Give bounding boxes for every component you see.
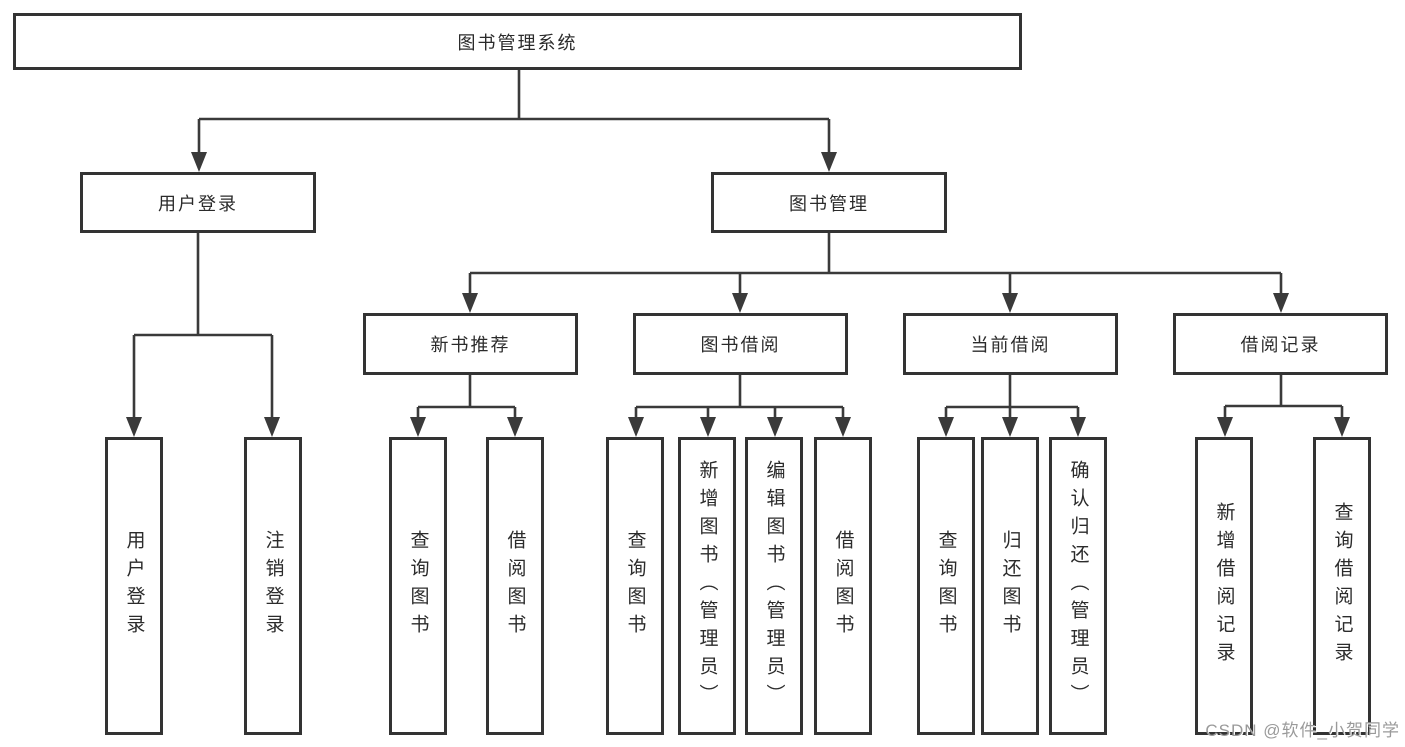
node-book-management: 图书管理 [711,172,947,233]
csdn-watermark: CSDN @软件_小贺同学 [1205,721,1400,740]
node-label: 当前借阅 [970,335,1051,355]
leaf-return-books: 归还图书 [981,437,1039,735]
leaf-label: 新增图书（管理员） [696,460,718,712]
leaf-borrow-books-recommend: 借阅图书 [486,437,544,735]
leaf-label: 查询图书 [624,530,646,642]
node-user-login: 用户登录 [80,172,316,233]
leaf-label: 确认归还（管理员） [1067,460,1089,712]
node-root-library-system: 图书管理系统 [13,13,1022,70]
node-label: 用户登录 [158,193,238,214]
node-label: 新书推荐 [430,335,511,355]
leaf-label: 借阅图书 [504,530,526,642]
node-label: 借阅记录 [1240,335,1321,355]
node-borrowing-records: 借阅记录 [1173,313,1388,375]
leaf-edit-books-admin: 编辑图书（管理员） [745,437,803,735]
leaf-query-borrow-record: 查询借阅记录 [1313,437,1371,735]
leaf-label: 查询图书 [407,530,429,642]
node-current-borrowing: 当前借阅 [903,313,1118,375]
leaf-logout: 注销登录 [244,437,302,735]
arrowheads [126,152,1350,437]
leaf-label: 用户登录 [123,530,145,642]
leaf-query-books-borrowing: 查询图书 [606,437,664,735]
leaf-label: 注销登录 [262,530,284,642]
leaf-label: 查询借阅记录 [1331,502,1353,670]
leaf-borrow-books: 借阅图书 [814,437,872,735]
node-label: 图书借阅 [700,335,781,355]
leaf-query-books-recommend: 查询图书 [389,437,447,735]
leaf-label: 借阅图书 [832,530,854,642]
leaf-label: 归还图书 [999,530,1021,642]
leaf-label: 查询图书 [935,530,957,642]
leaf-label: 编辑图书（管理员） [763,460,785,712]
leaf-query-books-current: 查询图书 [917,437,975,735]
node-new-book-recommend: 新书推荐 [363,313,578,375]
leaf-label: 新增借阅记录 [1213,502,1235,670]
leaf-user-login: 用户登录 [105,437,163,735]
leaf-confirm-return-admin: 确认归还（管理员） [1049,437,1107,735]
leaf-add-books-admin: 新增图书（管理员） [678,437,736,735]
connector-paths [132,70,1344,420]
node-label: 图书管理 [789,193,869,214]
leaf-add-borrow-record: 新增借阅记录 [1195,437,1253,735]
node-label: 图书管理系统 [457,32,578,53]
node-book-borrowing: 图书借阅 [633,313,848,375]
